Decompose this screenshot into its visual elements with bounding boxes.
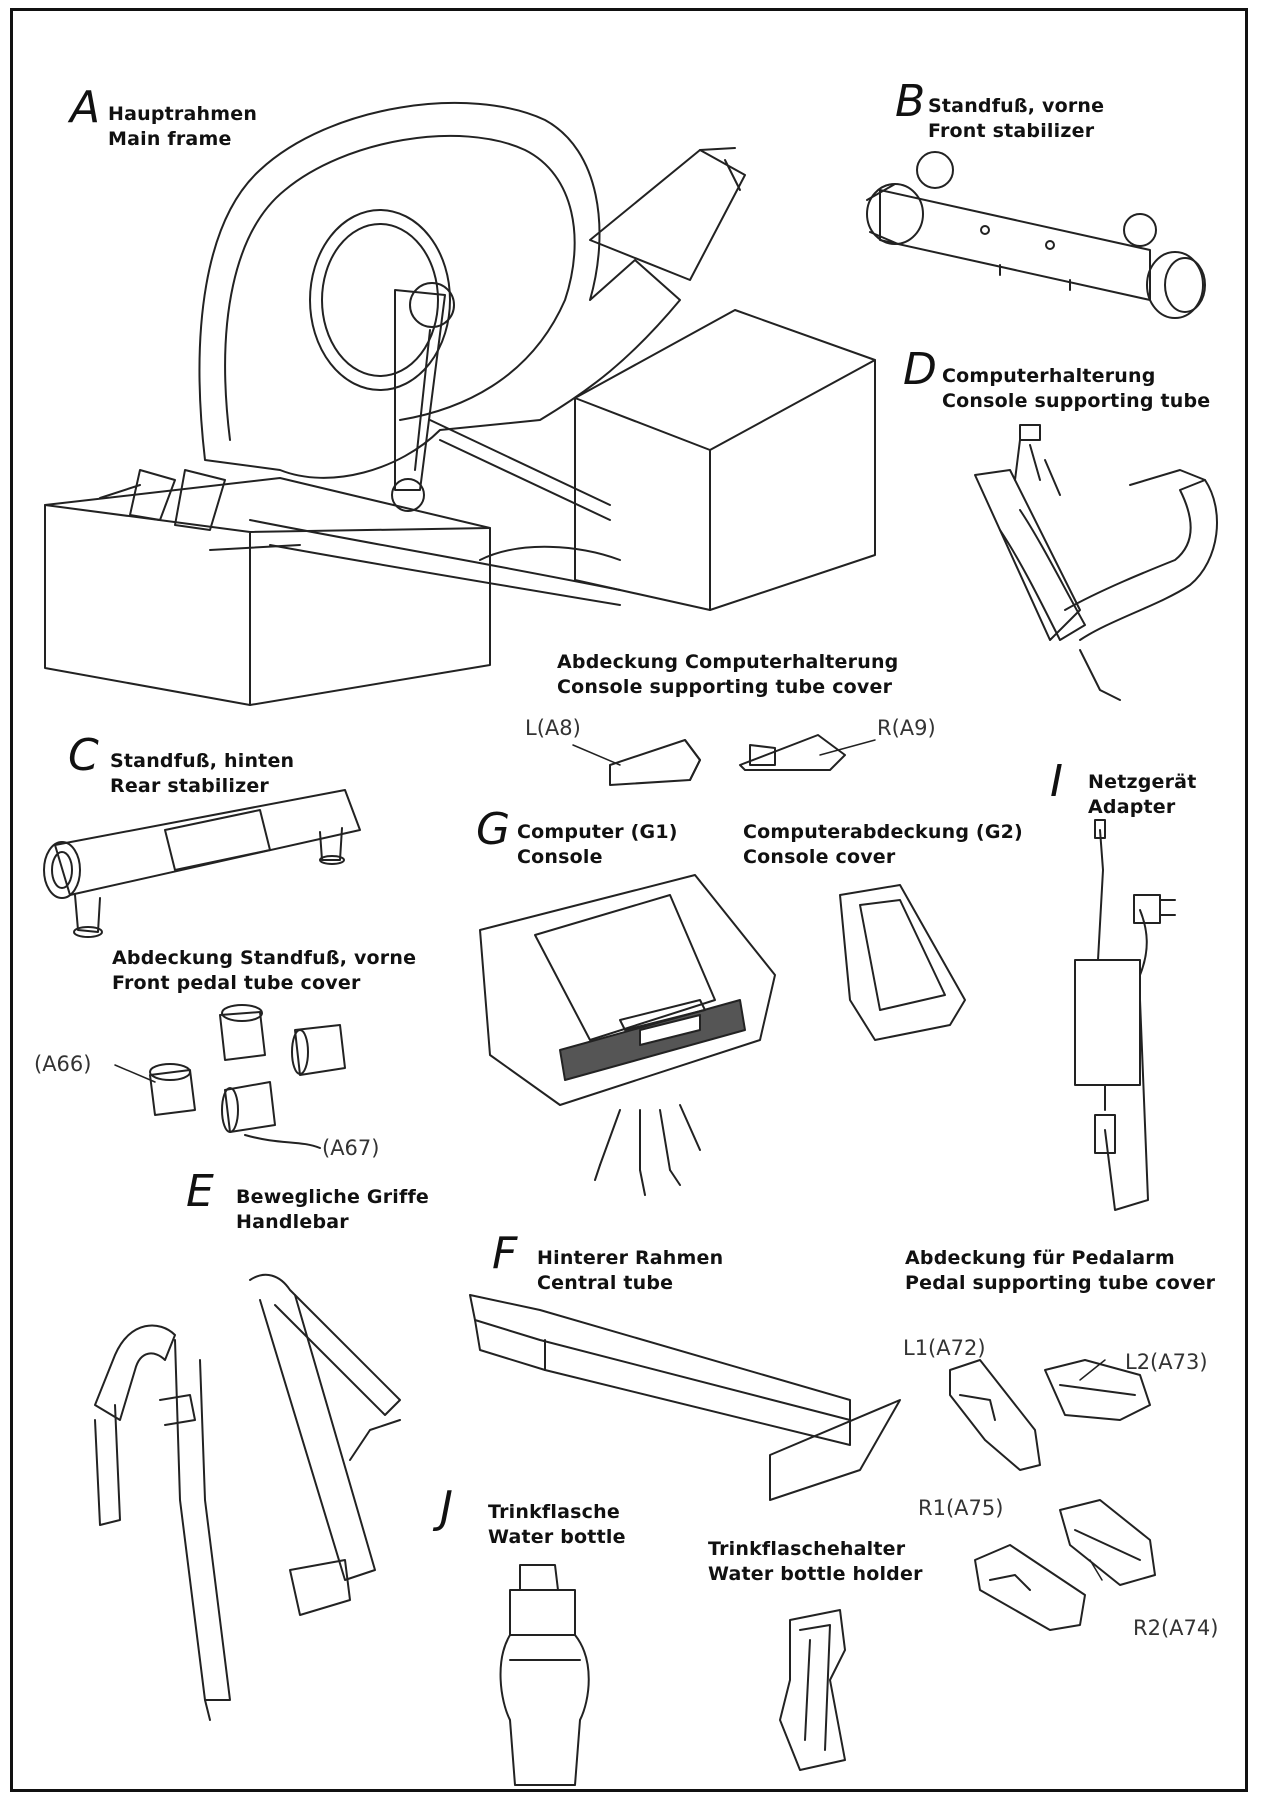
part-d-de: Computerhalterung bbox=[942, 365, 1156, 387]
part-g-en: Console bbox=[517, 846, 603, 868]
part-label-f: Hinterer Rahmen Central tube bbox=[537, 1246, 723, 1296]
part-d-en: Console supporting tube bbox=[942, 390, 1211, 412]
main-frame-drawing bbox=[45, 103, 875, 705]
central-tube-drawing bbox=[470, 1295, 900, 1500]
part-letter-a: A bbox=[70, 82, 101, 133]
code-r2-a74: R2(A74) bbox=[1133, 1616, 1219, 1640]
front-pedal-cover-label: Abdeckung Standfuß, vorne Front pedal tu… bbox=[112, 946, 416, 996]
front-stabilizer-drawing bbox=[867, 152, 1205, 318]
console-cover-drawing bbox=[840, 885, 965, 1040]
console-tube-cover-de: Abdeckung Computerhalterung bbox=[557, 651, 899, 673]
part-letter-g: G bbox=[476, 804, 511, 855]
code-r1-a75: R1(A75) bbox=[918, 1496, 1004, 1520]
part-label-g2: Computerabdeckung (G2) Console cover bbox=[743, 820, 1023, 870]
part-e-de: Bewegliche Griffe bbox=[236, 1186, 430, 1208]
part-f-en: Central tube bbox=[537, 1272, 674, 1294]
part-i-en: Adapter bbox=[1088, 796, 1176, 818]
console-supporting-tube-drawing bbox=[975, 425, 1217, 700]
code-a67: (A67) bbox=[322, 1136, 380, 1160]
part-f-de: Hinterer Rahmen bbox=[537, 1247, 724, 1269]
part-j-en: Water bottle bbox=[488, 1526, 626, 1548]
handlebar-drawing bbox=[95, 1275, 400, 1720]
water-bottle-holder-drawing bbox=[780, 1610, 845, 1770]
bottle-holder-label: Trinkflaschehalter Water bottle holder bbox=[708, 1537, 923, 1587]
console-tube-cover-label: Abdeckung Computerhalterung Console supp… bbox=[557, 650, 898, 700]
part-a-de: Hauptrahmen bbox=[108, 103, 258, 125]
code-l-a8: L(A8) bbox=[525, 716, 581, 740]
front-pedal-tube-covers-drawing bbox=[150, 1005, 345, 1148]
adapter-drawing bbox=[1075, 820, 1175, 1210]
code-a66: (A66) bbox=[34, 1052, 92, 1076]
part-g-de: Computer (G1) bbox=[517, 821, 678, 843]
part-g2-de: Computerabdeckung (G2) bbox=[743, 821, 1023, 843]
code-l2-a73: L2(A73) bbox=[1125, 1350, 1208, 1374]
code-l1-a72: L1(A72) bbox=[903, 1336, 986, 1360]
pedal-tube-covers-drawing bbox=[950, 1360, 1155, 1630]
part-letter-c: C bbox=[68, 730, 99, 781]
page-frame bbox=[10, 8, 1248, 1792]
code-r-a9: R(A9) bbox=[877, 716, 936, 740]
pedal-arm-cover-de: Abdeckung für Pedalarm bbox=[905, 1247, 1175, 1269]
leader-lines bbox=[115, 740, 1105, 1580]
part-letter-j: J bbox=[440, 1482, 453, 1533]
part-letter-e: E bbox=[186, 1166, 214, 1217]
part-c-de: Standfuß, hinten bbox=[110, 750, 295, 772]
pedal-arm-cover-label: Abdeckung für Pedalarm Pedal supporting … bbox=[905, 1246, 1215, 1296]
rear-stabilizer-drawing bbox=[44, 790, 360, 937]
water-bottle-drawing bbox=[501, 1565, 589, 1785]
console-tube-cover-en: Console supporting tube cover bbox=[557, 676, 893, 698]
part-label-e: Bewegliche Griffe Handlebar bbox=[236, 1185, 429, 1235]
part-letter-f: F bbox=[492, 1228, 518, 1279]
part-label-d: Computerhalterung Console supporting tub… bbox=[942, 364, 1210, 414]
front-pedal-cover-de: Abdeckung Standfuß, vorne bbox=[112, 947, 417, 969]
part-letter-b: B bbox=[895, 76, 926, 127]
part-c-en: Rear stabilizer bbox=[110, 775, 269, 797]
part-b-de: Standfuß, vorne bbox=[928, 95, 1105, 117]
part-letter-d: D bbox=[903, 344, 937, 395]
part-j-de: Trinkflasche bbox=[488, 1501, 620, 1523]
pedal-arm-cover-en: Pedal supporting tube cover bbox=[905, 1272, 1216, 1294]
part-label-c: Standfuß, hinten Rear stabilizer bbox=[110, 749, 294, 799]
part-label-b: Standfuß, vorne Front stabilizer bbox=[928, 94, 1104, 144]
part-b-en: Front stabilizer bbox=[928, 120, 1095, 142]
bottle-holder-de: Trinkflaschehalter bbox=[708, 1538, 906, 1560]
part-g2-en: Console cover bbox=[743, 846, 896, 868]
part-label-i: Netzgerät Adapter bbox=[1088, 770, 1197, 820]
part-label-g: Computer (G1) Console bbox=[517, 820, 678, 870]
part-label-a: Hauptrahmen Main frame bbox=[108, 102, 257, 152]
bottle-holder-en: Water bottle holder bbox=[708, 1563, 923, 1585]
front-pedal-cover-en: Front pedal tube cover bbox=[112, 972, 361, 994]
part-label-j: Trinkflasche Water bottle bbox=[488, 1500, 626, 1550]
part-e-en: Handlebar bbox=[236, 1211, 349, 1233]
console-drawing bbox=[480, 875, 775, 1195]
part-a-en: Main frame bbox=[108, 128, 232, 150]
part-i-de: Netzgerät bbox=[1088, 771, 1197, 793]
console-tube-covers-drawing bbox=[610, 735, 845, 785]
part-letter-i: I bbox=[1050, 756, 1063, 807]
